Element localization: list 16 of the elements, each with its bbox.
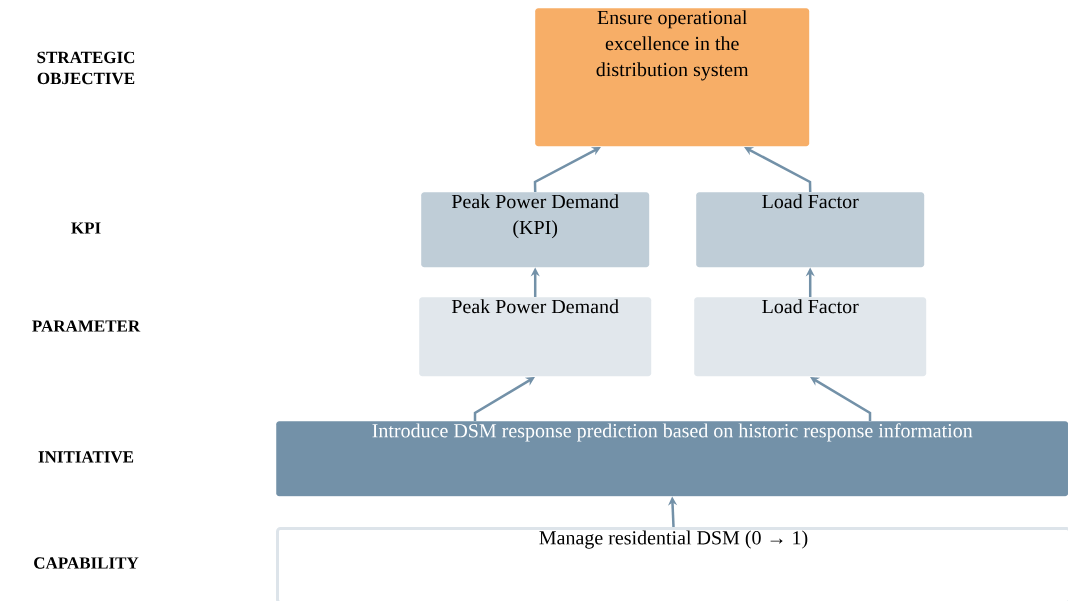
parameter-box: Load Factor [694, 297, 927, 377]
arrow [533, 147, 601, 193]
arrow [810, 377, 872, 421]
initiative-box: Introduce DSM response prediction based on historic response information [276, 421, 1068, 497]
capability-box: Manage residential DSM (0 → 1) [276, 527, 1068, 601]
arrow [473, 377, 535, 421]
arrow [744, 147, 812, 193]
objective-box: Ensure operational excellence in the distribution system [535, 8, 810, 147]
row-label: KPI [71, 222, 101, 234]
kpi-box: Peak Power Demand (KPI) [421, 192, 650, 268]
row-label: PARAMETER [32, 320, 141, 332]
kpi-box: Load Factor [696, 192, 925, 268]
row-label: CAPABILITY [34, 557, 139, 569]
parameter-box: Peak Power Demand [419, 297, 652, 377]
row-label: INITIATIVE [38, 451, 134, 463]
row-label: STRATEGIC OBJECTIVE [37, 51, 135, 85]
